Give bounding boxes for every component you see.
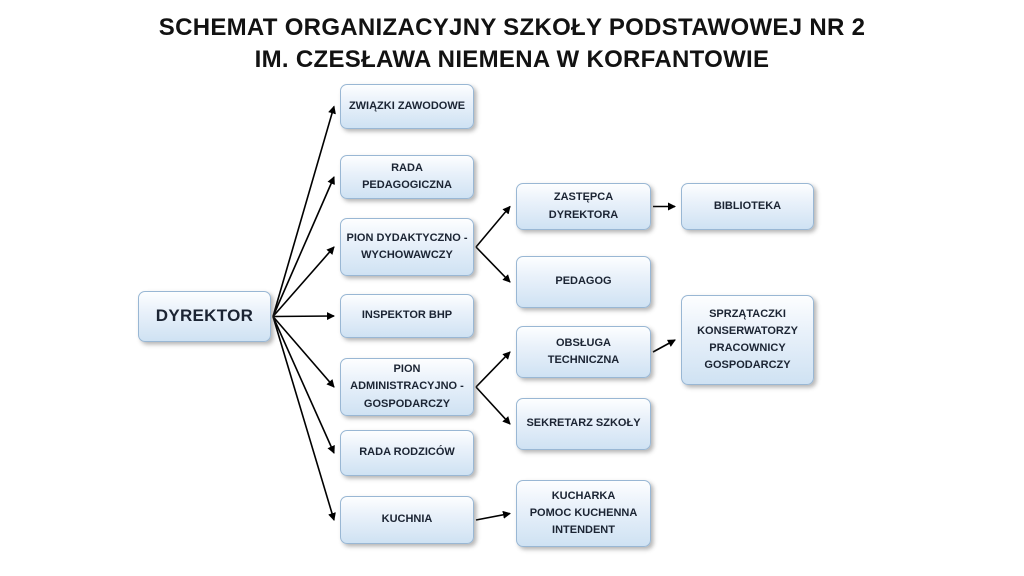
node-label-line-4: GOSPODARCZY xyxy=(704,359,791,372)
connector-arrow xyxy=(272,316,335,454)
connector-arrow xyxy=(272,246,335,318)
connector-arrow xyxy=(475,386,511,425)
node-label-line-2: KONSERWATORZY xyxy=(697,324,798,337)
node-kuchnia: KUCHNIA xyxy=(340,496,474,544)
connector-arrow xyxy=(475,205,511,248)
node-label: DYREKTOR xyxy=(155,306,254,326)
connector-arrow xyxy=(272,312,335,321)
node-label: RADA PEDAGOGICZNA xyxy=(362,161,452,191)
connector-arrow xyxy=(475,510,511,521)
node-label-line-1: PION DYDAKTYCZNO - xyxy=(346,231,468,244)
node-sprzataczki-konserwatorzy-pracownicy-gospodarczy: SPRZĄTACZKI KONSERWATORZY PRACOWNICY GOS… xyxy=(681,295,814,385)
node-label: ZWIĄZKI ZAWODOWE xyxy=(348,99,466,112)
node-zwiazki-zawodowe: ZWIĄZKI ZAWODOWE xyxy=(340,84,474,129)
node-zastepca-dyrektora: ZASTĘPCA DYREKTORA xyxy=(516,183,651,230)
node-dyrektor: DYREKTOR xyxy=(138,291,271,342)
node-kucharka-pomoc-kuchenna-intendent: KUCHARKA POMOC KUCHENNA INTENDENT xyxy=(516,480,651,547)
connector-arrow xyxy=(475,351,511,388)
node-inspektor-bhp: INSPEKTOR BHP xyxy=(340,294,474,338)
node-label: OBSŁUGA TECHNICZNA xyxy=(547,336,620,366)
node-label-line-2: WYCHOWAWCZY xyxy=(361,249,453,261)
node-label-line-3: INTENDENT xyxy=(552,524,615,537)
node-label: RADA RODZICÓW xyxy=(359,446,455,459)
node-obsluga-techniczna: OBSŁUGA TECHNICZNA xyxy=(516,326,651,378)
node-label: KUCHNIA xyxy=(381,513,433,526)
node-label-line-3: PRACOWNICY xyxy=(709,342,786,354)
node-label-line-2: POMOC KUCHENNA xyxy=(529,506,638,519)
node-pedagog: PEDAGOG xyxy=(516,256,651,308)
node-label-line-2: GOSPODARCZY xyxy=(363,397,451,410)
connector-arrow xyxy=(272,176,335,317)
node-pion-administracyjno-gospodarczy: PION ADMINISTRACYJNO - GOSPODARCZY xyxy=(340,358,474,416)
node-pion-dydaktyczno-wychowawczy: PION DYDAKTYCZNO - WYCHOWAWCZY xyxy=(340,218,474,276)
node-label: PEDAGOG xyxy=(555,275,612,288)
title-line-1: SCHEMAT ORGANIZACYJNY SZKOŁY PODSTAWOWEJ… xyxy=(158,14,866,41)
node-label-line-1: KUCHARKA xyxy=(551,489,616,502)
node-rada-rodzicow: RADA RODZICÓW xyxy=(340,430,474,476)
node-label-line-1: SPRZĄTACZKI xyxy=(709,307,786,320)
node-label: ZASTĘPCA DYREKTORA xyxy=(548,191,619,221)
page-title: SCHEMAT ORGANIZACYJNY SZKOŁY PODSTAWOWEJ… xyxy=(0,12,1024,77)
node-rada-pedagogiczna: RADA PEDAGOGICZNA xyxy=(340,155,474,199)
title-line-2: IM. CZESŁAWA NIEMENA W KORFANTOWIE xyxy=(254,46,770,74)
connector-arrow xyxy=(475,246,511,283)
connector-arrow xyxy=(652,339,676,353)
connector-arrow xyxy=(272,105,336,317)
connector-arrow xyxy=(272,316,336,521)
node-label: BIBLIOTEKA xyxy=(713,199,782,212)
node-sekretarz-szkoly: SEKRETARZ SZKOŁY xyxy=(516,398,651,450)
node-label: SEKRETARZ SZKOŁY xyxy=(526,417,641,430)
node-biblioteka: BIBLIOTEKA xyxy=(681,183,814,230)
node-label-line-1: PION ADMINISTRACYJNO - xyxy=(350,363,464,393)
node-label: INSPEKTOR BHP xyxy=(361,309,453,322)
connector-arrow xyxy=(272,315,335,388)
